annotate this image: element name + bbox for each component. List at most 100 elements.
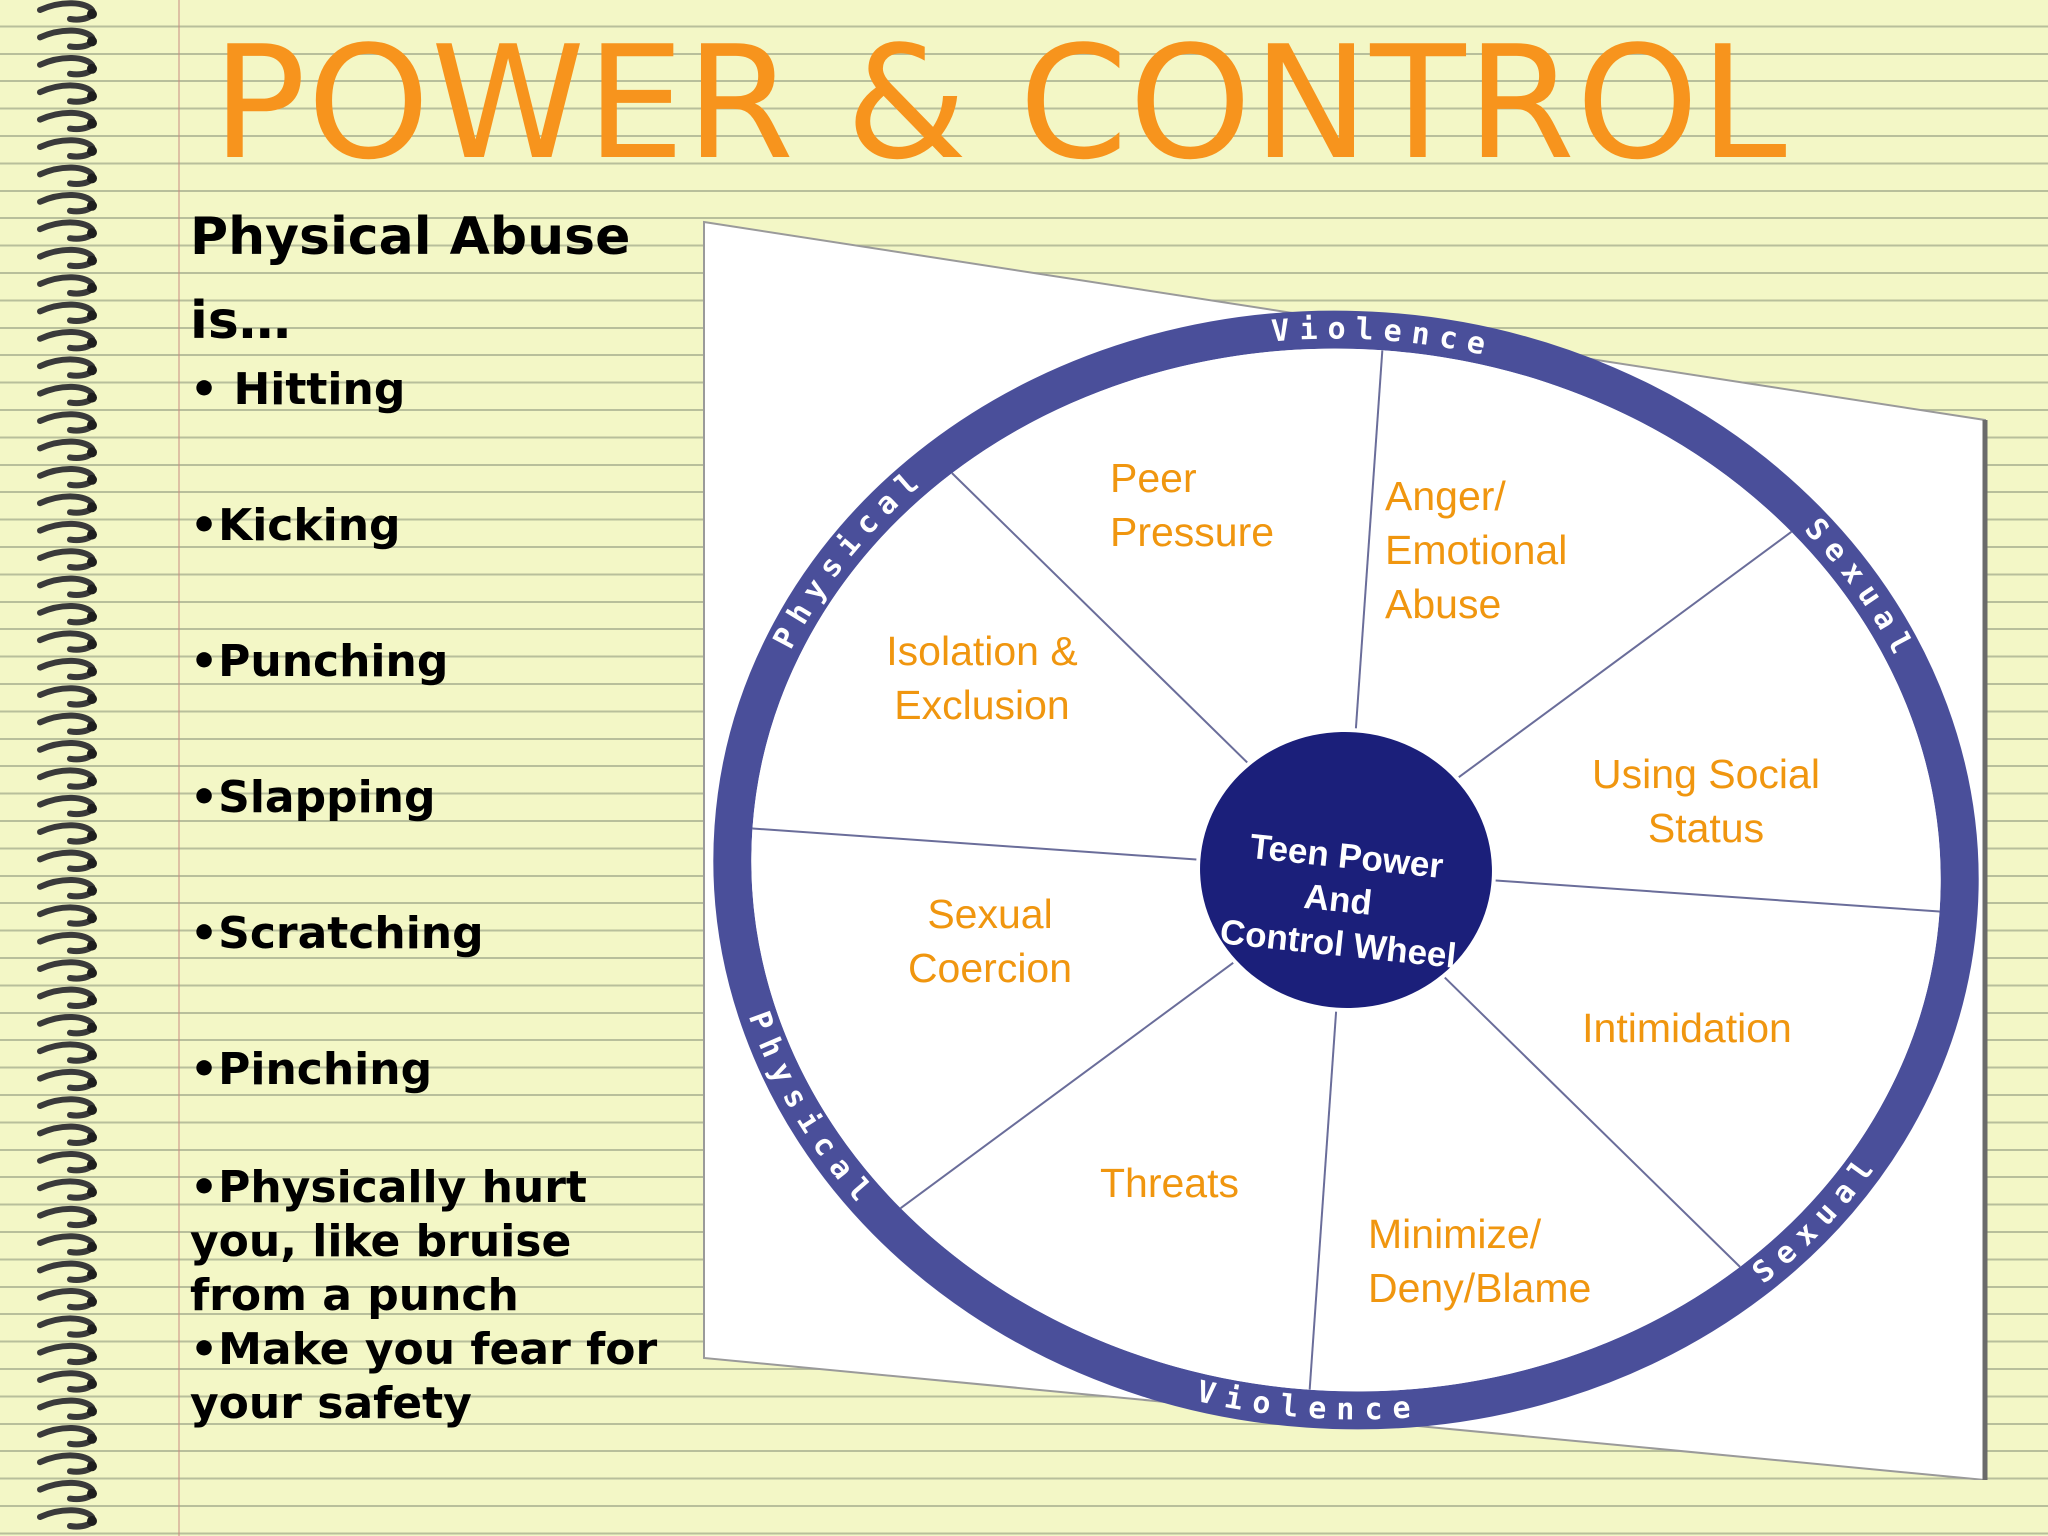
power-control-wheel: PhysicalViolenceSexualPhysicalViolenceSe… — [703, 220, 1988, 1480]
spiral-coil — [37, 877, 96, 900]
binding-hole — [87, 283, 97, 293]
spiral-coil — [37, 630, 96, 653]
binding-hole — [87, 1242, 97, 1252]
spiral-coil — [37, 383, 96, 407]
wheel-spoke — [1495, 879, 1940, 913]
list-item: • Hitting — [190, 364, 406, 415]
binding-hole — [87, 420, 97, 430]
spiral-coil — [37, 164, 96, 187]
physical-abuse-list: • Hitting •Kicking •Punching •Slapping •… — [190, 363, 670, 1431]
binding-hole — [87, 1406, 97, 1417]
spiral-coil — [37, 767, 96, 790]
binding-hole — [87, 1324, 97, 1335]
list-item: •Make you fear for your safety — [190, 1324, 658, 1429]
binding-hole — [87, 666, 97, 677]
binding-hole — [87, 1077, 97, 1088]
spiral-coil — [37, 1041, 96, 1064]
wheel-spoke — [951, 472, 1248, 764]
wheel-hub — [1200, 731, 1492, 1009]
wheel-spoke — [752, 827, 1197, 861]
binding-hole — [87, 529, 97, 540]
spiral-coil — [37, 274, 96, 297]
spiral-coil — [37, 794, 96, 818]
spiral-coil — [37, 329, 96, 352]
spiral-binding — [37, 0, 97, 1530]
notebook-margin-line — [178, 0, 180, 1536]
wheel-rim — [713, 310, 1979, 1430]
wheel-segment-label: Intimidation — [1582, 1005, 1792, 1051]
binding-hole — [87, 803, 97, 814]
binding-hole — [87, 337, 97, 348]
spiral-coil — [37, 1507, 96, 1530]
spiral-coil — [37, 438, 96, 461]
binding-hole — [87, 584, 97, 595]
spiral-coil — [37, 1233, 96, 1256]
binding-hole — [87, 200, 97, 211]
binding-hole — [87, 9, 97, 19]
binding-hole — [87, 968, 97, 978]
spiral-coil — [37, 219, 96, 242]
binding-hole — [87, 694, 97, 704]
spiral-coil — [37, 1425, 96, 1448]
spiral-coil — [37, 1342, 96, 1366]
spiral-coil — [37, 931, 96, 955]
binding-hole — [87, 858, 97, 869]
binding-hole — [87, 1516, 97, 1526]
spiral-coil — [37, 246, 96, 270]
wheel-spoke — [1458, 531, 1792, 779]
binding-hole — [87, 310, 97, 321]
binding-hole — [87, 447, 97, 458]
spiral-coil — [37, 849, 96, 872]
binding-hole — [87, 1296, 97, 1307]
wheel-spoke — [900, 961, 1234, 1209]
spiral-coil — [37, 1096, 96, 1119]
binding-hole — [87, 255, 97, 266]
binding-hole — [87, 1351, 97, 1362]
spiral-coil — [37, 1123, 96, 1146]
spiral-coil — [37, 301, 96, 324]
binding-hole — [87, 557, 97, 567]
spiral-coil — [37, 1479, 96, 1503]
binding-hole — [87, 228, 97, 239]
list-item: •Physically hurt you, like bruise from a… — [190, 1162, 587, 1321]
binding-hole — [87, 639, 97, 650]
binding-hole — [87, 1214, 97, 1225]
spiral-coil — [37, 904, 96, 927]
list-item: •Kicking — [190, 500, 401, 551]
binding-hole — [87, 146, 97, 156]
spiral-coil — [37, 1205, 96, 1229]
spiral-coil — [37, 603, 96, 626]
spiral-coil — [37, 575, 96, 598]
spiral-coil — [37, 712, 96, 735]
binding-hole — [87, 1269, 97, 1280]
list-item: •Slapping — [190, 772, 436, 823]
binding-hole — [87, 1488, 97, 1499]
binding-hole — [87, 1461, 97, 1472]
spiral-coil — [37, 493, 96, 516]
list-item: •Pinching — [190, 1044, 433, 1095]
spiral-coil — [37, 0, 96, 23]
list-item: •Punching — [190, 636, 449, 687]
binding-hole — [87, 721, 97, 732]
page-title: POWER & CONTROL — [212, 12, 1788, 194]
wheel-segment-label: Minimize/Deny/Blame — [1368, 1211, 1591, 1311]
spiral-coil — [37, 740, 96, 763]
spiral-coil — [37, 548, 96, 571]
physical-abuse-heading: Physical Abuse is… — [190, 207, 631, 351]
binding-hole — [87, 1187, 97, 1198]
binding-hole — [87, 995, 97, 1006]
spiral-coil — [37, 1068, 96, 1092]
spiral-coil — [37, 959, 96, 982]
binding-hole — [87, 776, 97, 787]
list-item: •Scratching — [190, 908, 484, 959]
spiral-coil — [37, 1288, 96, 1311]
spiral-coil — [37, 1397, 96, 1420]
spiral-coil — [37, 1452, 96, 1475]
spiral-coil — [37, 822, 96, 845]
spiral-coil — [37, 137, 96, 160]
binding-hole — [87, 392, 97, 403]
